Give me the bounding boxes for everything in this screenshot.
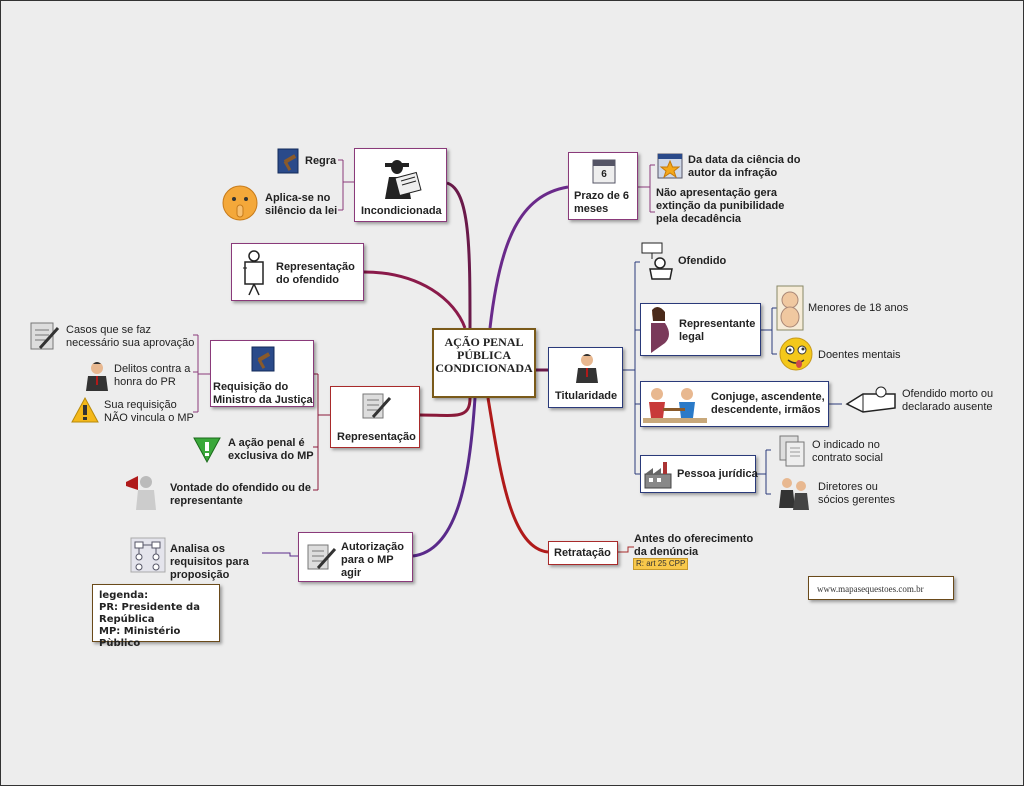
legend-title: legenda: xyxy=(99,590,149,601)
document-pen-icon xyxy=(28,320,62,352)
calendar-number: 6 xyxy=(601,169,607,180)
node-representacao-ofendido[interactable]: Representação do ofendido xyxy=(231,243,364,301)
factory-icon xyxy=(643,460,673,490)
prazo-title: Prazo de 6 meses xyxy=(574,190,630,215)
document-pen-icon xyxy=(304,542,338,572)
indicado-label: O indicado no contrato social xyxy=(812,439,883,464)
victim-sign-icon xyxy=(640,241,676,281)
legend-mp: MP: Ministério Pùblico xyxy=(99,626,181,649)
pessoa-juridica-title: Pessoa jurídica xyxy=(677,468,758,480)
analisa-label: Analisa os requisitos para proposição xyxy=(170,543,249,581)
menores-label: Menores de 18 anos xyxy=(808,302,909,314)
representacao-title: Representação xyxy=(337,431,416,443)
casos-label: Casos que se faz necessário sua aprovaçã… xyxy=(66,324,196,350)
pregnant-woman-icon xyxy=(643,305,675,355)
businessman-icon xyxy=(574,353,600,383)
node-representante-legal[interactable]: Representante legal xyxy=(640,303,761,356)
crazy-face-icon xyxy=(778,336,814,372)
ofendido-morto-label: Ofendido morto ou declarado ausente xyxy=(902,388,994,413)
casos-text: Casos que se faz necessário sua aprovaçã… xyxy=(66,324,195,349)
delitos-label: Delitos contra a honra do PR xyxy=(114,363,191,388)
node-retratacao[interactable]: Retratação xyxy=(548,541,618,565)
warning-icon xyxy=(70,396,100,424)
person-megaphone-icon xyxy=(122,470,164,514)
coffin-icon xyxy=(843,384,899,416)
node-representacao[interactable]: Representação xyxy=(330,386,420,448)
regra-label: Regra xyxy=(305,155,337,167)
exclusiva-label: A ação penal é exclusiva do MP xyxy=(228,437,314,462)
ofendido-label: Ofendido xyxy=(678,255,727,267)
conjuge-title: Conjuge, ascendente, descendente, irmãos xyxy=(711,391,825,416)
aplica-label: Aplica-se no silêncio da lei xyxy=(265,192,338,217)
baby-icon xyxy=(776,285,804,331)
legend-box: legenda: PR: Presidente da República MP:… xyxy=(92,584,220,649)
documents-icon xyxy=(778,434,808,468)
node-pessoa-juridica[interactable]: Pessoa jurídica xyxy=(640,455,758,493)
node-autorizacao[interactable]: Autorização para o MP agir xyxy=(298,532,413,582)
person-holding-sign-icon xyxy=(237,248,271,296)
flowchart-icon xyxy=(130,537,166,573)
node-conjuge[interactable]: Conjuge, ascendente, descendente, irmãos xyxy=(640,381,829,427)
titularidade-title: Titularidade xyxy=(555,390,618,402)
antes-label: Antes do oferecimento da denúncia xyxy=(634,533,754,558)
autorizacao-title: Autorização para o MP agir xyxy=(341,541,404,579)
watermark-text: www.mapasequestoes.com.br xyxy=(817,584,924,594)
doentes-label: Doentes mentais xyxy=(818,349,901,361)
diretores-label: Diretores ou sócios gerentes xyxy=(818,481,896,506)
family-icon xyxy=(643,384,707,424)
central-title: AÇÃO PENAL PÚBLICA CONDICIONADA xyxy=(435,335,533,375)
incondicionada-title: Incondicionada xyxy=(361,205,442,217)
document-pen-icon xyxy=(359,391,393,421)
vontade-label: Vontade do ofendido ou de representante xyxy=(170,482,311,507)
retratacao-title: Retratação xyxy=(554,547,611,559)
nao-apresentacao-label: Não apresentação gera extinção da punibi… xyxy=(656,187,785,225)
data-label: Da data da ciência do autor da infração xyxy=(688,154,801,179)
requisicao-title: Requisição do Ministro da Justiça xyxy=(213,381,313,406)
legend-pr: PR: Presidente da República xyxy=(99,602,200,625)
node-titularidade[interactable]: Titularidade xyxy=(548,347,623,408)
calendar-icon: 6 xyxy=(592,158,616,184)
sua-requisicao-label: Sua requisição NÃO vincula o MP xyxy=(104,399,194,424)
reading-man-icon xyxy=(377,155,423,199)
law-book-gavel-icon xyxy=(249,345,277,373)
article-reference-tag[interactable]: R: art 25 CPP xyxy=(633,558,689,570)
silent-face-icon xyxy=(221,183,259,223)
businessman-icon xyxy=(84,361,110,391)
node-requisicao[interactable]: Requisição do Ministro da Justiça xyxy=(210,340,314,407)
business-people-icon xyxy=(776,474,812,510)
representacao-ofendido-title: Representação do ofendido xyxy=(276,261,355,286)
law-book-gavel-icon xyxy=(276,147,300,175)
watermark-box: www.mapasequestoes.com.br xyxy=(808,576,954,600)
representante-title: Representante legal xyxy=(679,318,756,343)
node-incondicionada[interactable]: Incondicionada xyxy=(354,148,447,222)
star-calendar-icon xyxy=(657,153,683,179)
green-down-arrow-icon xyxy=(192,434,222,464)
central-topic[interactable]: AÇÃO PENAL PÚBLICA CONDICIONADA xyxy=(432,328,536,398)
node-prazo[interactable]: 6 Prazo de 6 meses xyxy=(568,152,638,220)
